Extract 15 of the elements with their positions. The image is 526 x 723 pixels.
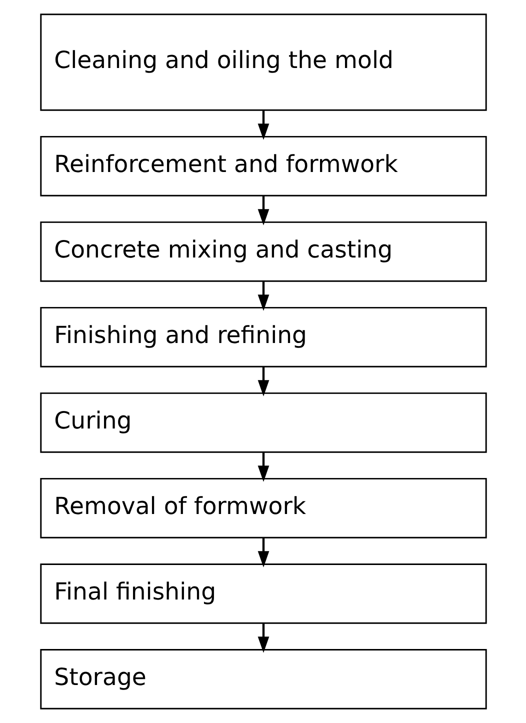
node-box: Cleaning and oiling the mold	[40, 14, 486, 111]
arrow	[257, 624, 269, 653]
node-box: Concrete mixing and casting	[40, 221, 486, 282]
node-box: Curing	[40, 392, 486, 453]
arrow	[257, 367, 269, 396]
node-box: Reinforcement and formwork	[40, 136, 486, 196]
node-box: Storage	[40, 648, 486, 710]
node-box: Final finishing	[40, 563, 486, 624]
arrow	[257, 282, 269, 311]
arrow	[257, 452, 269, 482]
node-box: Removal of formwork	[40, 478, 486, 538]
arrow	[257, 110, 269, 140]
arrow	[257, 538, 269, 568]
arrow	[257, 196, 269, 226]
node-box: Finishing and refining	[40, 306, 486, 368]
